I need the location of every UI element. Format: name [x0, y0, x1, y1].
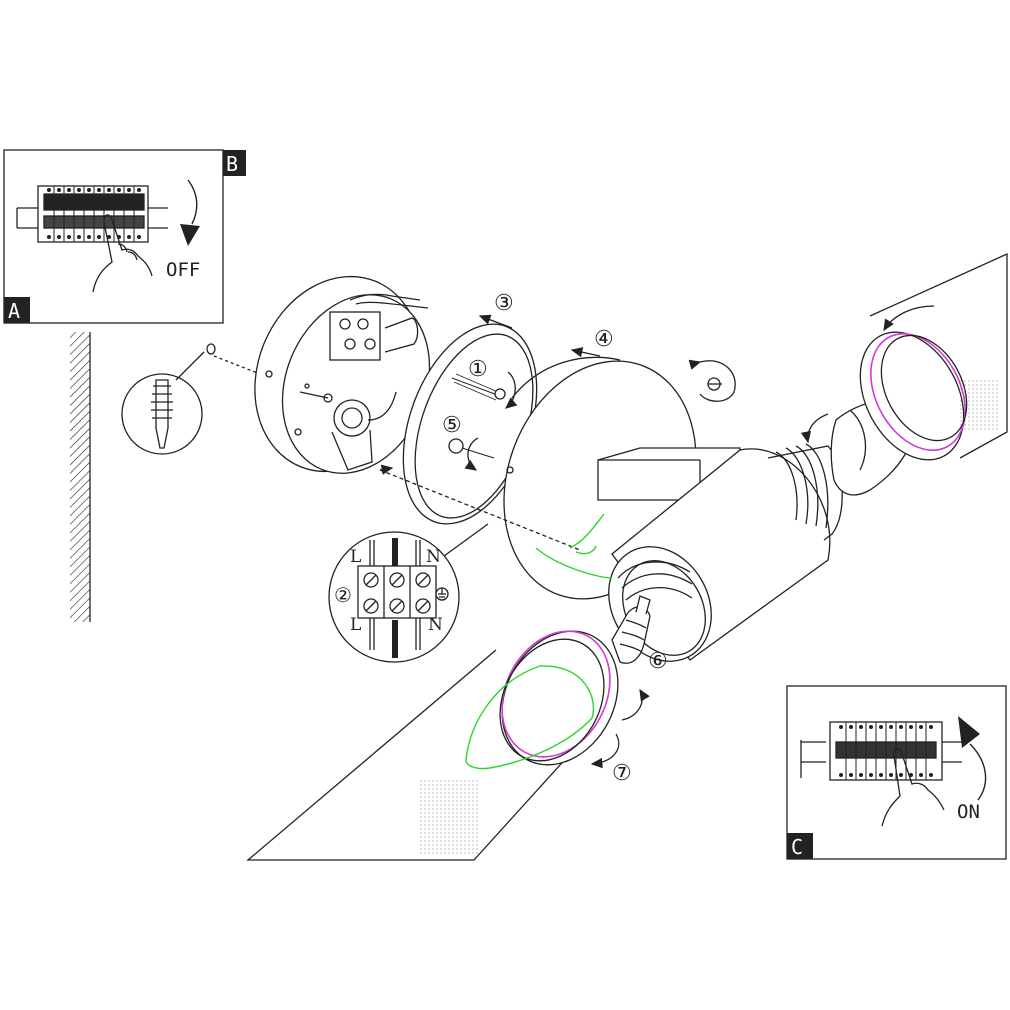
- panel-tag-a: A: [4, 297, 30, 323]
- wall: [70, 332, 91, 622]
- step-7-label: ⑦: [612, 761, 632, 786]
- wall-plug-hole: [206, 343, 216, 355]
- wiring-terminal-callout: L N L N: [328, 523, 489, 663]
- step-6-label: ⑥: [648, 649, 668, 674]
- hand-icon: [92, 214, 153, 293]
- panel-tag-b: B: [223, 150, 246, 176]
- step-3-label: ③: [494, 291, 514, 316]
- svg-text:B: B: [226, 152, 238, 176]
- svg-text:C: C: [791, 835, 803, 859]
- panel-tag-c: C: [787, 833, 813, 859]
- off-label: OFF: [166, 259, 200, 281]
- step-1-label: ①: [468, 357, 488, 382]
- wire-label-neutral-bottom: N: [428, 615, 443, 635]
- svg-text:⑥: ⑥: [648, 649, 668, 674]
- rotate-down-arrow-icon: [187, 179, 198, 225]
- breaker-block-on: [829, 721, 943, 781]
- svg-text:③: ③: [494, 291, 514, 316]
- panel-switch-off: OFF B A: [3, 149, 246, 324]
- svg-text:⑤: ⑤: [442, 413, 462, 438]
- on-label: ON: [957, 801, 980, 823]
- step-4-label: ④: [594, 327, 614, 352]
- junction-box: [254, 275, 431, 474]
- wire-label-neutral-top: N: [426, 547, 441, 567]
- step-5-label: ⑤: [442, 413, 462, 438]
- wire-label-live-bottom: L: [350, 615, 361, 635]
- front-glass-tube: [246, 630, 650, 861]
- panel-switch-on: ON C: [786, 685, 1007, 860]
- wall-plug-callout: [121, 343, 261, 455]
- breaker-block-off: [37, 185, 149, 243]
- svg-text:⑦: ⑦: [612, 761, 632, 786]
- svg-text:②: ②: [334, 583, 352, 607]
- rear-glass-tube: [859, 252, 1008, 461]
- hand-icon: [881, 748, 945, 827]
- svg-text:④: ④: [594, 327, 614, 352]
- rotate-up-arrow-icon: [969, 743, 987, 801]
- front-bulb: [611, 595, 651, 664]
- bulb-outline-front: [465, 665, 595, 770]
- svg-text:A: A: [8, 299, 20, 323]
- step-2-label: ②: [334, 583, 352, 607]
- wire-label-live-top: L: [350, 547, 361, 567]
- bulb-outline-disk: [535, 513, 613, 579]
- svg-text:①: ①: [468, 357, 488, 382]
